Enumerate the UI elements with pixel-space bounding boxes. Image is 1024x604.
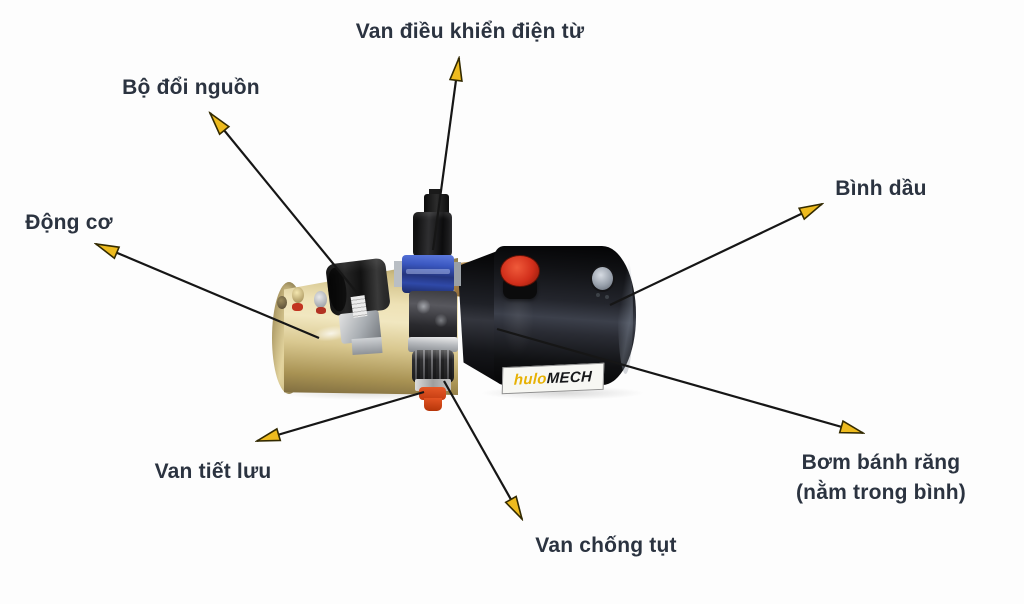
brand-text-mech: MECH bbox=[546, 368, 593, 388]
motor-terminal-stud-2 bbox=[314, 291, 327, 308]
solenoid-valve-coil bbox=[413, 212, 452, 257]
terminal-red-washer-2 bbox=[316, 307, 326, 314]
mounting-bracket-2 bbox=[351, 336, 383, 356]
label-oil-tank: Bình dầu bbox=[835, 177, 927, 200]
valve-tab-left bbox=[394, 261, 404, 287]
label-motor: Động cơ bbox=[25, 211, 113, 234]
arrow-to-oil-tank bbox=[609, 204, 822, 306]
valve-blue-band bbox=[406, 269, 450, 274]
brand-text-hulo: hulo bbox=[513, 370, 547, 389]
throttle-knob bbox=[424, 398, 442, 411]
label-solenoid-control-valve: Van điều khiển điện từ bbox=[355, 20, 585, 43]
motor-terminal-bolt bbox=[277, 296, 287, 309]
valve-tab-right bbox=[452, 262, 461, 286]
filler-cap bbox=[500, 255, 540, 287]
label-gear-pump: Bơm bánh răng (nằm trong bình) bbox=[796, 448, 966, 508]
label-anti-drop-valve: Van chống tụt bbox=[535, 534, 677, 557]
terminal-red-washer bbox=[292, 303, 303, 311]
label-gear-pump-line2: (nằm trong bình) bbox=[795, 481, 967, 504]
solenoid-label-sticker bbox=[350, 295, 368, 318]
tank-screw-2 bbox=[605, 295, 609, 299]
manifold-highlight-1 bbox=[417, 298, 430, 315]
manifold-metal-band bbox=[408, 337, 458, 352]
label-power-converter: Bộ đổi nguồn bbox=[122, 76, 260, 99]
directional-valve-blue bbox=[402, 255, 454, 293]
manifold-highlight-2 bbox=[435, 313, 447, 328]
vent-plug bbox=[592, 267, 613, 290]
valve-coupling bbox=[412, 350, 454, 383]
label-throttle-valve: Van tiết lưu bbox=[154, 460, 272, 483]
coupling-shade bbox=[412, 350, 454, 383]
tank-endcap-highlight bbox=[618, 254, 633, 374]
tank-neck-cone bbox=[457, 250, 500, 384]
valve-manifold-block bbox=[409, 291, 457, 340]
motor-terminal-stud bbox=[292, 287, 304, 303]
tank-screw-1 bbox=[596, 293, 600, 297]
throttle-knob-flange bbox=[419, 387, 446, 400]
arrow-to-anti-drop-valve bbox=[443, 380, 522, 519]
label-gear-pump-line1: Bơm bánh răng bbox=[801, 451, 961, 474]
